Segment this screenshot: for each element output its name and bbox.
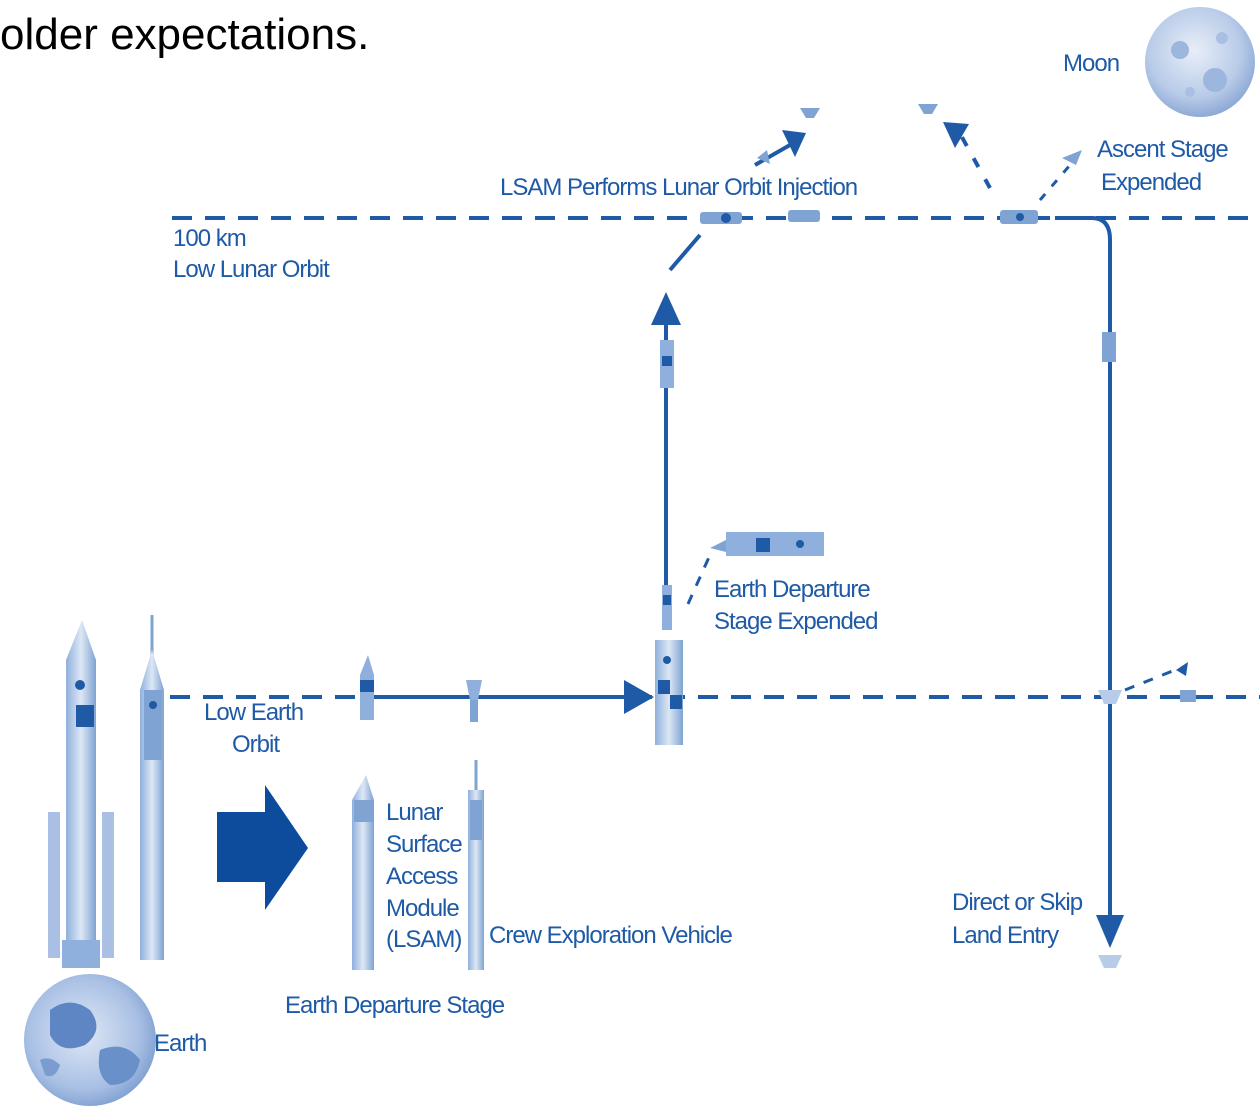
translunar-vehicle xyxy=(660,340,674,388)
heading-fragment: older expectations. xyxy=(0,10,370,59)
eds-expended-line xyxy=(686,554,712,605)
landed-capsule xyxy=(1098,955,1122,968)
lsam-loi-label: LSAM Performs Lunar Orbit Injection xyxy=(500,174,858,201)
ascent-stage-label-line1: Ascent Stage xyxy=(1097,136,1229,163)
lunar-orbit-vehicle-1 xyxy=(700,212,742,224)
lsam-label-line2: Surface xyxy=(386,831,463,858)
cev-label: Crew Exploration Vehicle xyxy=(489,922,733,949)
earth-label: Earth xyxy=(154,1030,207,1057)
eds-label: Earth Departure Stage xyxy=(285,992,505,1019)
leo-label-line1: Low Earth xyxy=(204,699,304,726)
lsam-label-line5: (LSAM) xyxy=(386,926,462,953)
leo-cev xyxy=(466,680,482,722)
leo-vehicle-line xyxy=(1124,668,1176,692)
expended-eds xyxy=(710,532,824,556)
crew-launch-rocket xyxy=(140,615,164,960)
lsam-label-line1: Lunar xyxy=(386,799,443,826)
return-arrow xyxy=(1096,915,1124,948)
ascent-expended-line xyxy=(1038,164,1072,201)
descending-lander xyxy=(757,150,770,164)
leo-eds-lsam xyxy=(360,655,374,720)
eds-expended-label-line1: Earth Departure xyxy=(714,576,871,603)
leo-vehicle-right xyxy=(1176,662,1196,702)
departing-stack xyxy=(662,585,672,630)
moon xyxy=(1145,7,1255,117)
ascent-stage-label-line2: Expended xyxy=(1101,169,1202,196)
assembly-arrow xyxy=(217,785,308,910)
earth xyxy=(24,974,156,1106)
ascent-arrow-line xyxy=(956,129,992,189)
lsam-label-line3: Access xyxy=(386,863,458,890)
lunar-orbit-vehicle-3 xyxy=(1000,210,1038,224)
llo-name-label: Low Lunar Orbit xyxy=(173,256,330,283)
entry-label-line1: Direct or Skip xyxy=(952,889,1083,916)
lsam-stack xyxy=(352,775,374,970)
cev-stack xyxy=(468,760,484,970)
lunar-orbit-vehicle-2 xyxy=(788,210,820,222)
return-path xyxy=(1055,216,1112,915)
capsule-in-leo xyxy=(1098,690,1122,704)
loi-approach-line xyxy=(668,233,702,272)
llo-altitude-label: 100 km xyxy=(173,225,247,252)
descent-arrow-head xyxy=(782,130,806,157)
docked-stack xyxy=(655,640,683,745)
trans-lunar-arrow xyxy=(651,292,681,325)
returning-cev xyxy=(1102,332,1116,362)
eds-expended-label-line2: Stage Expended xyxy=(714,608,878,635)
ascent-stage xyxy=(1062,150,1082,165)
descent-arrow-line xyxy=(754,143,791,167)
leo-transfer-arrow xyxy=(624,680,654,714)
moon-label: Moon xyxy=(1063,50,1120,77)
leo-label-line2: Orbit xyxy=(232,731,280,758)
heavy-lift-rocket xyxy=(48,620,114,968)
lander-on-surface-1 xyxy=(800,108,820,118)
lander-on-surface-2 xyxy=(918,104,938,114)
entry-label-line2: Land Entry xyxy=(952,922,1059,949)
ascent-arrow-head xyxy=(943,122,969,148)
lsam-label-line4: Module xyxy=(386,895,460,922)
